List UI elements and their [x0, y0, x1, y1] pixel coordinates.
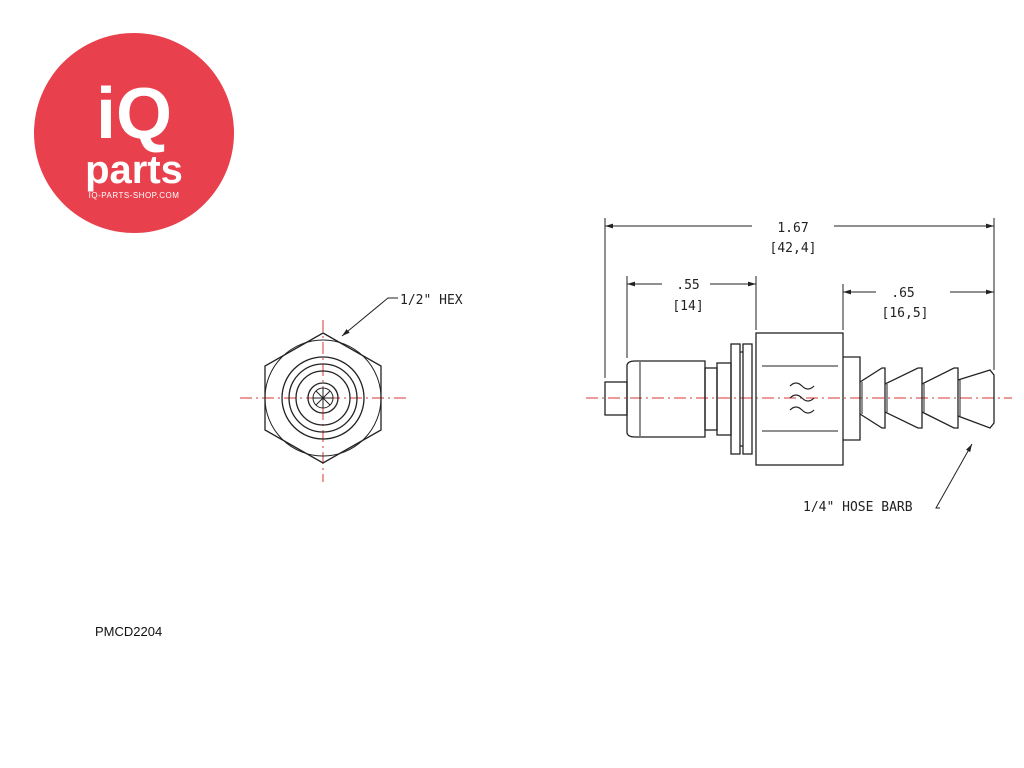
manufacturer-mark [789, 382, 815, 414]
side-view [586, 218, 1012, 509]
logo-brand-top: iQ [96, 74, 172, 154]
barb-1 [859, 367, 886, 429]
barb-neck [843, 356, 861, 441]
flange-right [742, 343, 753, 455]
hex-outline [264, 332, 382, 464]
valve-ring [307, 382, 339, 414]
hex-chamfer-circle [264, 339, 382, 457]
overall-length-value: 1.67 [777, 221, 808, 236]
logo-website: IQ-PARTS-SHOP.COM [89, 191, 180, 200]
barb-3 [921, 367, 959, 429]
flange-left [730, 343, 741, 455]
logo-circle [34, 33, 234, 233]
valve-spokes [313, 388, 333, 408]
collar-step [716, 362, 732, 436]
overall-length-metric: [42,4] [770, 241, 817, 256]
barb-length-metric: [16,5] [882, 306, 929, 321]
logo-brand-bottom: parts [85, 148, 183, 192]
barb-label: 1/4" HOSE BARB [803, 500, 913, 515]
barb-4 [957, 369, 995, 429]
inner-ring [295, 370, 351, 426]
barb-leader-line [935, 443, 973, 509]
collar [704, 367, 718, 431]
coupling-length-value: .55 [676, 278, 699, 293]
end-view [240, 297, 408, 482]
part-number: PMCD2204 [95, 624, 163, 639]
outer-ring [281, 356, 365, 440]
middle-ring [288, 363, 358, 433]
coupling-length-metric: [14] [672, 299, 703, 314]
hex-body [755, 332, 844, 466]
hex-label: 1/2" HEX [400, 293, 463, 308]
barb-length-value: .65 [891, 286, 914, 301]
coupling-body [626, 360, 706, 438]
hex-leader-line [341, 297, 398, 337]
barb-2 [884, 367, 923, 429]
iq-parts-logo: iQ parts IQ-PARTS-SHOP.COM [34, 33, 234, 233]
